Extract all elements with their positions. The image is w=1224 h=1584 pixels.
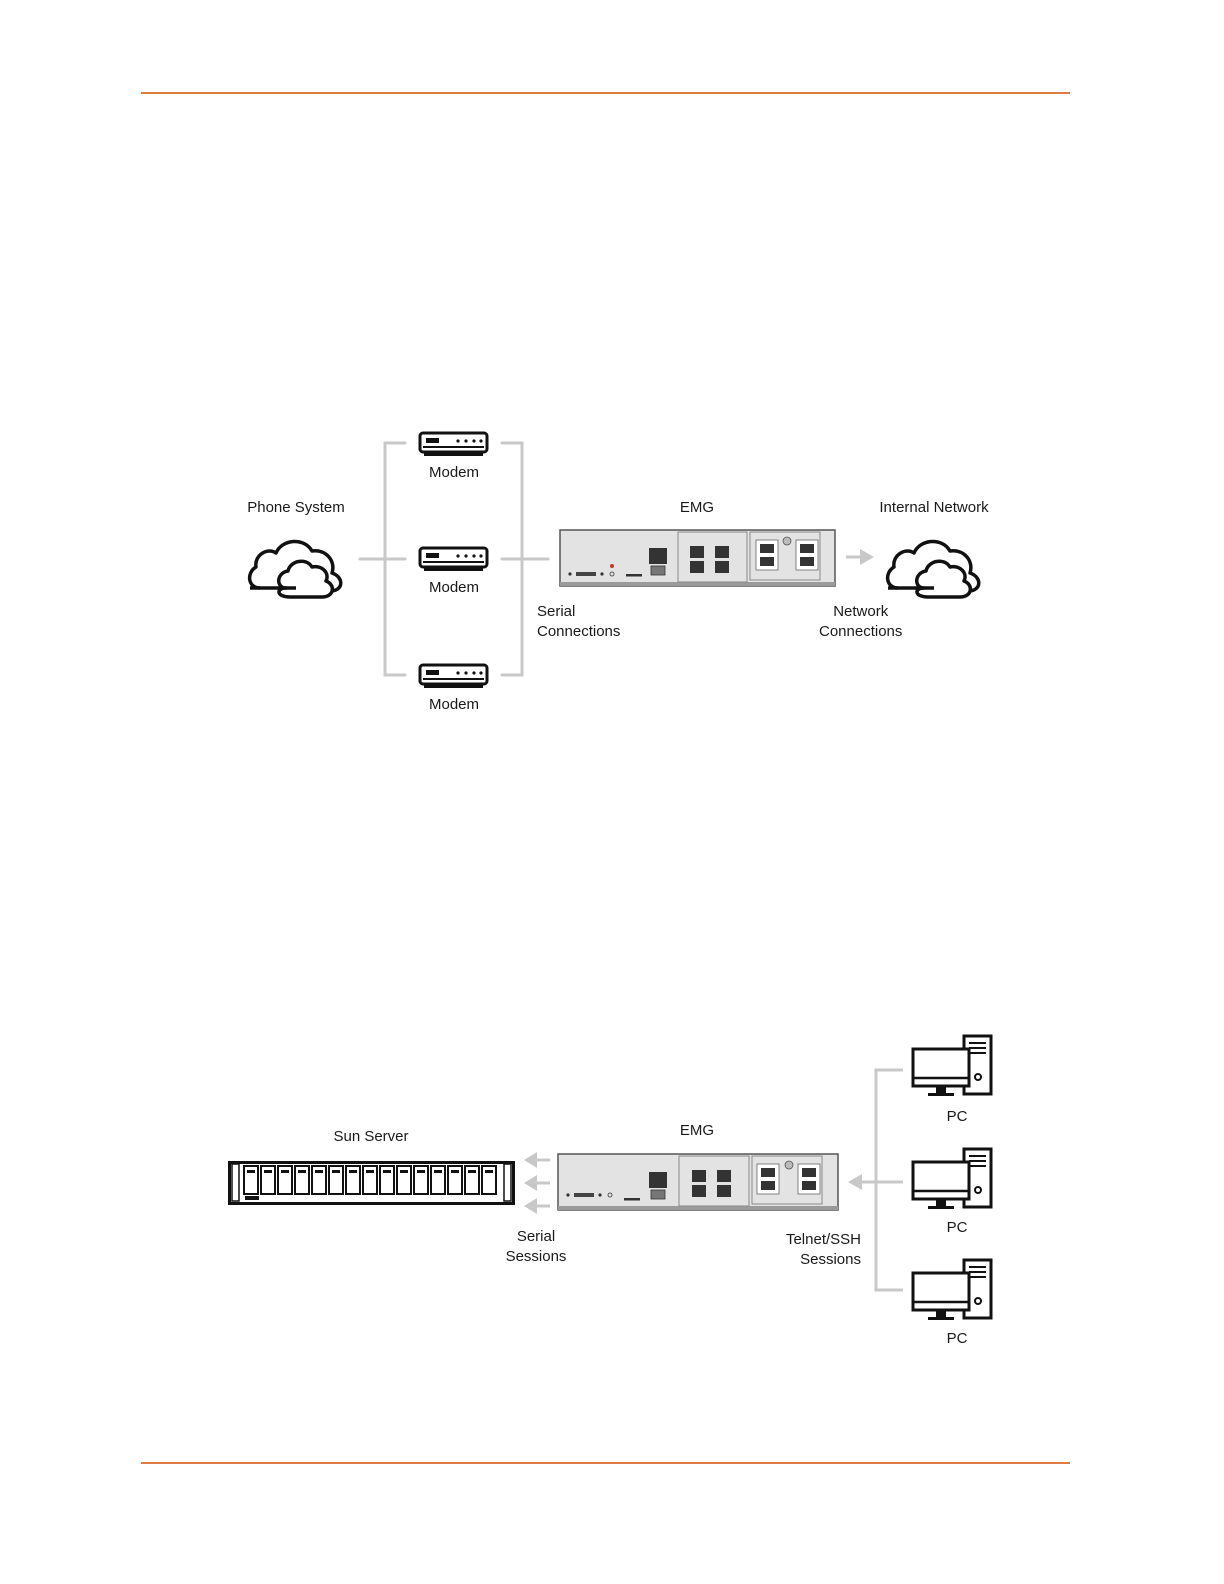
phone-system-label: Phone System [247,498,345,518]
desktop-pc-icon [913,1260,991,1320]
network-connections-label: Network Connections [819,602,902,642]
rack-server-icon [230,1163,514,1204]
emg-label: EMG [680,498,714,518]
modem-icon [420,548,487,571]
arrow-icon [846,549,874,565]
cloud-icon [888,541,979,597]
desktop-pc-icon [913,1036,991,1096]
pc-label: PC [947,1107,968,1127]
emg-device [558,1154,838,1210]
serial-sessions-line-1: Serial [506,1227,567,1247]
arrow-icon [524,1152,550,1168]
emg-label: EMG [680,1121,714,1141]
pc-label: PC [947,1218,968,1238]
serial-sessions-label: Serial Sessions [506,1227,567,1267]
arrow-icon [524,1175,550,1191]
cloud-icon [250,541,341,597]
pc-label: PC [947,1329,968,1349]
modem-icon [420,665,487,688]
desktop-pc-icon [913,1149,991,1209]
arrow-icon [848,1174,876,1190]
modem-diagram-graphics [0,400,1224,740]
header-rule [141,92,1070,94]
serial-connections-line-2: Connections [537,622,620,642]
serial-connections-label: Serial Connections [537,602,620,642]
telnet-ssh-sessions-label: Telnet/SSH Sessions [760,1230,861,1270]
emg-device [560,530,835,586]
sun-server-diagram-graphics [0,1020,1224,1380]
sun-server-diagram: Sun Server EMG PC PC PC Serial Sessions … [0,1020,1224,1380]
network-connections-line-2: Connections [819,622,902,642]
modem-label: Modem [429,463,479,483]
internal-network-label: Internal Network [879,498,988,518]
serial-sessions-line-2: Sessions [506,1247,567,1267]
modem-label: Modem [429,695,479,715]
modem-label: Modem [429,578,479,598]
network-connections-line-1: Network [819,602,902,622]
modem-icon [420,433,487,456]
arrow-icon [524,1198,550,1214]
telnet-sessions-line-1: Telnet/SSH [760,1230,861,1250]
connector-lines [876,1070,903,1290]
modem-diagram: Phone System Modem Modem Modem EMG Inter… [0,400,1224,740]
serial-connections-line-1: Serial [537,602,620,622]
footer-rule [141,1462,1070,1464]
telnet-sessions-line-2: Sessions [760,1250,861,1270]
sun-server-label: Sun Server [333,1127,408,1147]
